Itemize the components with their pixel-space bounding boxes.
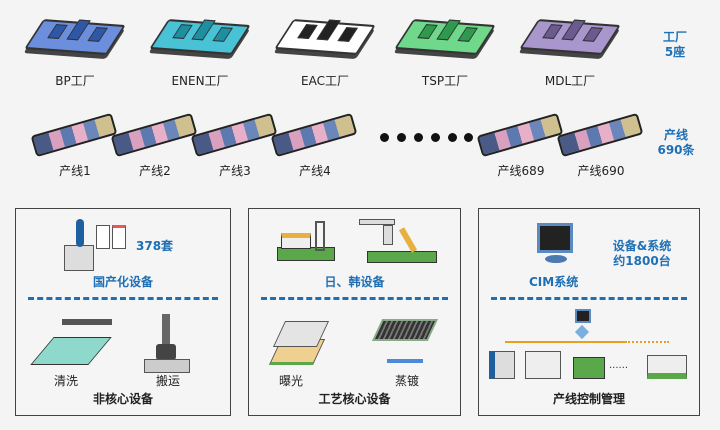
network-line-dotted: [625, 341, 669, 343]
factory: BP工厂: [24, 14, 126, 89]
production-line-label: 产线3: [219, 164, 251, 178]
factory-label: ENEN工厂: [171, 74, 229, 88]
panel-line-control: 设备&系统 约1800台 CIM系统 ······ 产线控制管理: [478, 208, 700, 416]
panel-core-process-equipment: 日、韩设备 曝光 蒸镀 工艺核心设备: [248, 208, 461, 416]
line-summary-label: 产线: [663, 128, 688, 142]
production-line: 产线1: [30, 112, 118, 179]
transport-icon: [144, 314, 194, 374]
ellipsis: ······: [609, 363, 629, 374]
panel-title: 产线控制管理: [552, 392, 625, 406]
inspection-machine-icon: [277, 221, 337, 266]
cleaning-icon: [30, 319, 112, 369]
production-line: 产线4: [270, 112, 358, 179]
production-line-label: 产线4: [299, 164, 331, 178]
factory-icon: [394, 19, 496, 55]
factory-summary-label: 工厂: [662, 30, 687, 44]
equipment-count-value: 约1800台: [613, 254, 671, 268]
panel-title: 非核心设备: [92, 392, 153, 406]
cim-server-icon: [575, 309, 591, 323]
divider: [261, 297, 448, 300]
production-line-label: 产线1: [59, 164, 91, 178]
cim-system-label: CIM系统: [529, 275, 579, 289]
factory: MDL工厂: [519, 14, 621, 89]
factory-icon: [274, 19, 376, 55]
production-line-icon: [476, 112, 564, 158]
production-line-icon: [556, 112, 644, 158]
factory-summary-count: 5座: [664, 45, 686, 59]
factory: TSP工厂: [394, 14, 496, 89]
domestic-equipment-count: 378套: [136, 239, 174, 253]
divider: [491, 297, 687, 300]
robot-line-icon: [359, 217, 439, 267]
panel-title: 工艺核心设备: [318, 392, 391, 406]
equipment-icon: [489, 351, 515, 379]
factory: ENEN工厂: [149, 14, 251, 89]
operator-machine-icon: [64, 217, 134, 272]
production-line: 产线690: [556, 112, 644, 179]
factory-icon: [24, 19, 126, 55]
factory-icon: [519, 19, 621, 55]
equipment-count-label: 设备&系统: [612, 239, 672, 253]
transport-label: 搬运: [156, 374, 181, 388]
evaporation-icon: [371, 319, 441, 369]
line-summary: 产线 690条: [652, 128, 700, 158]
equipment-icon: [525, 351, 561, 379]
factory-label: TSP工厂: [421, 74, 469, 88]
factory-label: MDL工厂: [544, 74, 596, 88]
equipment-icon: [573, 357, 605, 379]
production-line: 产线2: [110, 112, 198, 179]
production-line-icon: [110, 112, 198, 158]
factory-label: BP工厂: [55, 74, 95, 88]
cleaning-label: 清洗: [54, 374, 79, 388]
production-line-label: 产线2: [139, 164, 171, 178]
exposure-label: 曝光: [279, 374, 304, 388]
production-line-icon: [190, 112, 278, 158]
domestic-equipment-label: 国产化设备: [92, 275, 153, 289]
production-line: 产线689: [476, 112, 564, 179]
line-summary-count: 690条: [657, 143, 695, 157]
factory: EAC工厂: [274, 14, 376, 89]
divider: [28, 297, 218, 300]
equipment-icon: [647, 355, 687, 379]
factory-icon: [149, 19, 251, 55]
network-line: [505, 341, 625, 343]
network-node-icon: [574, 324, 590, 340]
monitor-icon: [537, 223, 577, 267]
production-line-icon: [30, 112, 118, 158]
factory-label: EAC工厂: [301, 74, 349, 88]
exposure-icon: [268, 317, 330, 372]
factory-summary: 工厂 5座: [655, 30, 695, 60]
panel-non-core-equipment: 378套 国产化设备 清洗 搬运 非核心设备: [15, 208, 231, 416]
production-line-label: 产线689: [497, 164, 545, 178]
equipment-count: 设备&系统 约1800台: [607, 239, 677, 269]
evaporation-label: 蒸镀: [395, 374, 420, 388]
production-line-label: 产线690: [577, 164, 625, 178]
production-line: 产线3: [190, 112, 278, 179]
production-line-icon: [270, 112, 358, 158]
foreign-equipment-label: 日、韩设备: [324, 275, 385, 289]
